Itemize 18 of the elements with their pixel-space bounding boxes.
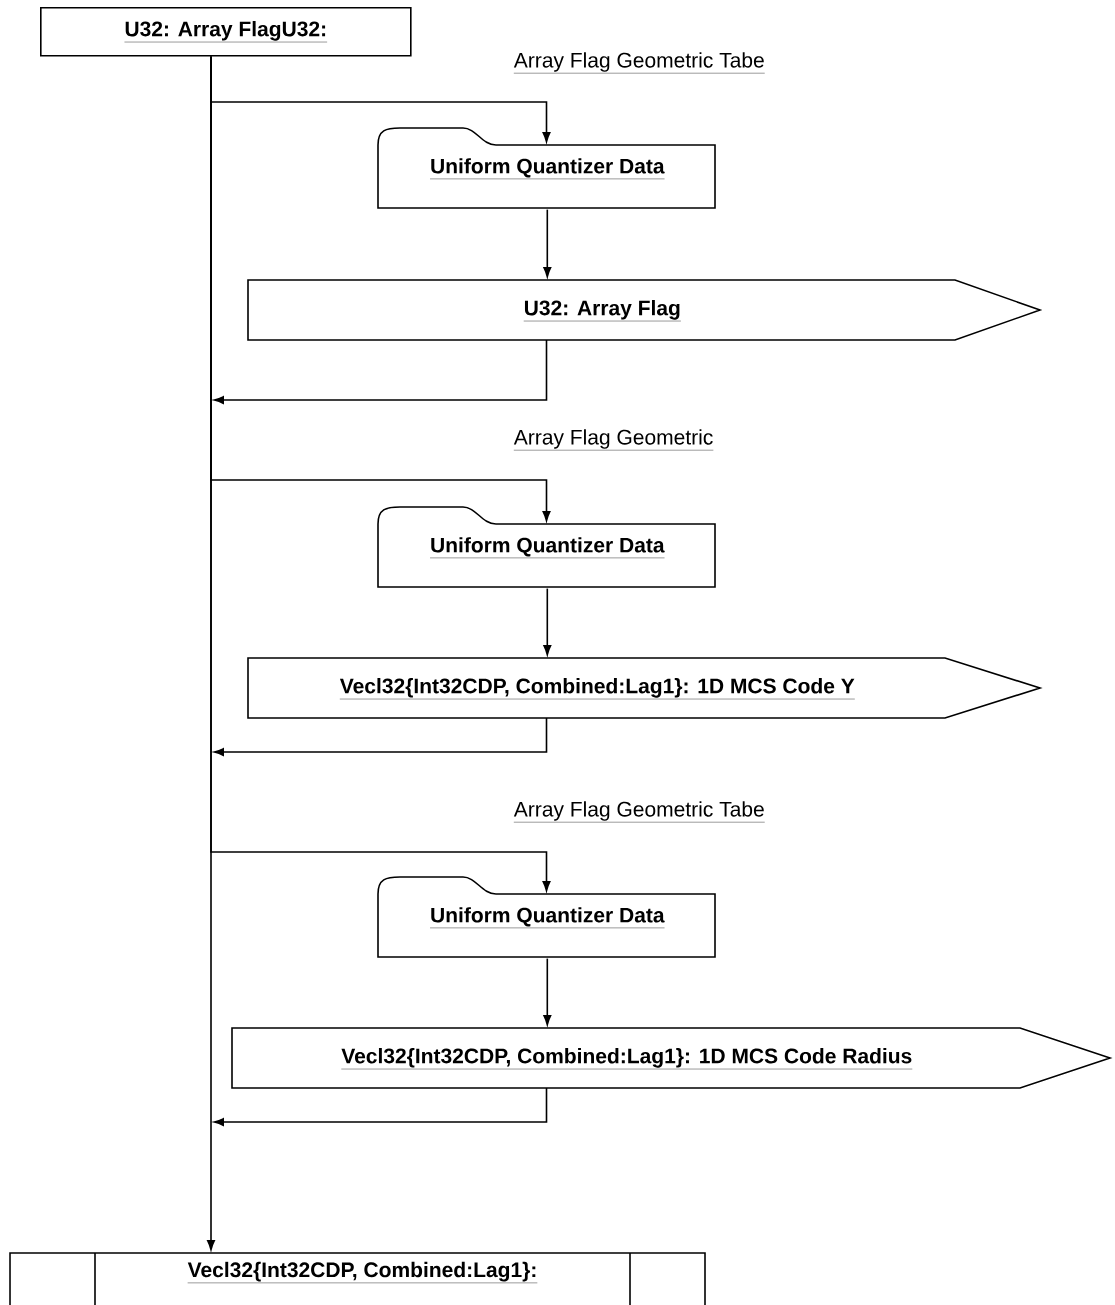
output-arrow-box: Vecl32{Int32CDP, Combined:Lag1}: 1D MCS Code Y: [247, 657, 1043, 719]
arrow: [207, 55, 215, 1251]
data-card: Uniform Quantizer Data: [377, 506, 716, 588]
arrow: [213, 717, 548, 756]
data-card: Uniform Quantizer Data: [377, 127, 716, 209]
note-label: Array Flag Geometric Tabe: [513, 801, 765, 823]
note-label: Array Flag Geometric: [513, 429, 714, 451]
box: U32: Array FlagU32:: [40, 7, 412, 57]
arrow: [213, 339, 548, 404]
output-arrow-box: U32: Array Flag: [247, 279, 1043, 341]
cluster-box: Vecl32{Int32CDP, Combined:Lag1}:: [9, 1252, 706, 1305]
arrow: [543, 587, 552, 656]
arrow: [213, 1087, 548, 1126]
arrow: [543, 957, 552, 1026]
data-card: Uniform Quantizer Data: [377, 876, 716, 958]
output-arrow-box: Vecl32{Int32CDP, Combined:Lag1}: 1D MCS Code Radius: [231, 1027, 1113, 1089]
note-label: Array Flag Geometric Tabe: [513, 52, 765, 74]
arrow: [543, 208, 552, 278]
